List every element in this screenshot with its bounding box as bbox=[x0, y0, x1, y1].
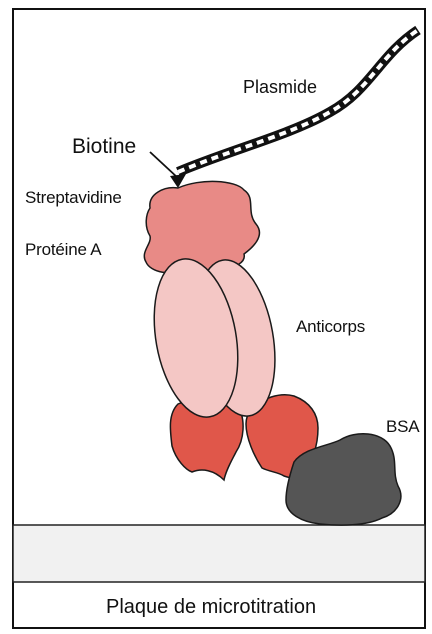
label-plasmid: Plasmide bbox=[243, 77, 317, 98]
label-plate: Plaque de microtitration bbox=[106, 596, 316, 619]
plasmid-strand bbox=[178, 30, 418, 172]
streptavidin-protein-a-blob bbox=[144, 181, 259, 272]
label-biotin: Biotine bbox=[72, 135, 136, 159]
plate-surface bbox=[13, 525, 425, 582]
label-bsa: BSA bbox=[386, 417, 419, 437]
label-streptavidin: Streptavidine bbox=[25, 188, 122, 208]
label-antibody: Anticorps bbox=[296, 317, 365, 337]
label-protein-a: Protéine A bbox=[25, 240, 101, 260]
